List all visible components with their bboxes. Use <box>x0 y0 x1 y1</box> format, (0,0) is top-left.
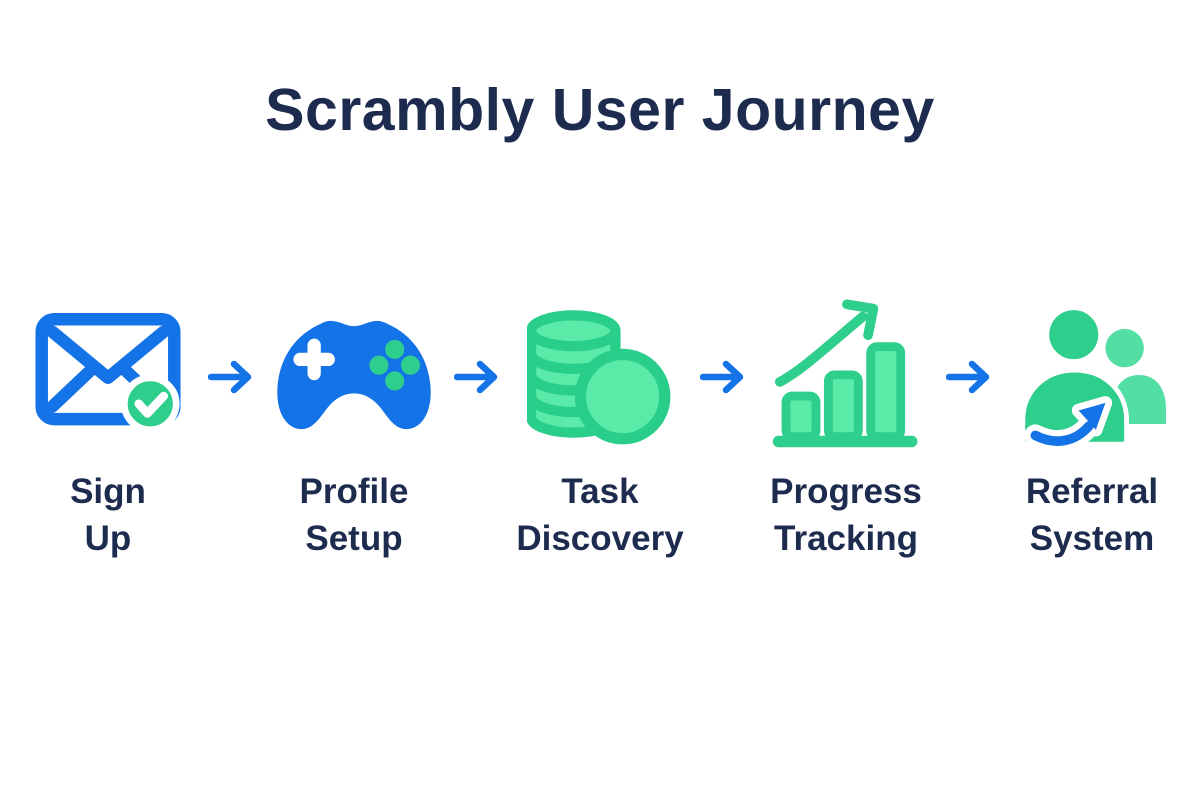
step-label-line1: Task <box>561 472 639 511</box>
game-controller-icon <box>271 296 437 451</box>
arrow-right-icon <box>202 360 260 399</box>
step-label-referral-system: Referral System <box>1026 469 1158 563</box>
bar-chart-growth-icon <box>771 296 921 451</box>
step-profile-setup: Profile Setup <box>260 296 448 563</box>
step-referral-system: Referral System <box>998 296 1186 563</box>
step-label-line1: Sign <box>70 472 146 511</box>
step-label-line2: Up <box>84 518 132 558</box>
step-label-progress-tracking: Progress Tracking <box>770 469 922 563</box>
step-label-sign-up: Sign Up <box>70 469 146 563</box>
people-referral-icon <box>1016 296 1168 451</box>
step-label-line2: System <box>1029 518 1155 558</box>
arrow-right-icon <box>448 360 506 399</box>
step-task-discovery: Task Discovery <box>506 296 694 563</box>
arrow-right-icon <box>940 360 998 399</box>
step-label-line1: Referral <box>1025 472 1159 511</box>
step-label-task-discovery: Task Discovery <box>516 469 683 563</box>
step-sign-up: Sign Up <box>14 296 202 563</box>
page-title: Scrambly User Journey <box>265 77 935 143</box>
step-label-profile-setup: Profile Setup <box>300 469 409 563</box>
step-label-line2: Setup <box>305 518 403 558</box>
coins-icon <box>527 296 673 451</box>
arrow-right-icon <box>694 360 752 399</box>
step-label-line1: Profile <box>299 472 409 511</box>
journey-flow: Sign Up <box>0 296 1200 563</box>
step-label-line1: Progress <box>770 472 922 511</box>
step-progress-tracking: Progress Tracking <box>752 296 940 563</box>
step-label-line2: Tracking <box>774 518 918 558</box>
envelope-check-icon <box>35 296 181 451</box>
step-label-line2: Discovery <box>516 518 684 558</box>
